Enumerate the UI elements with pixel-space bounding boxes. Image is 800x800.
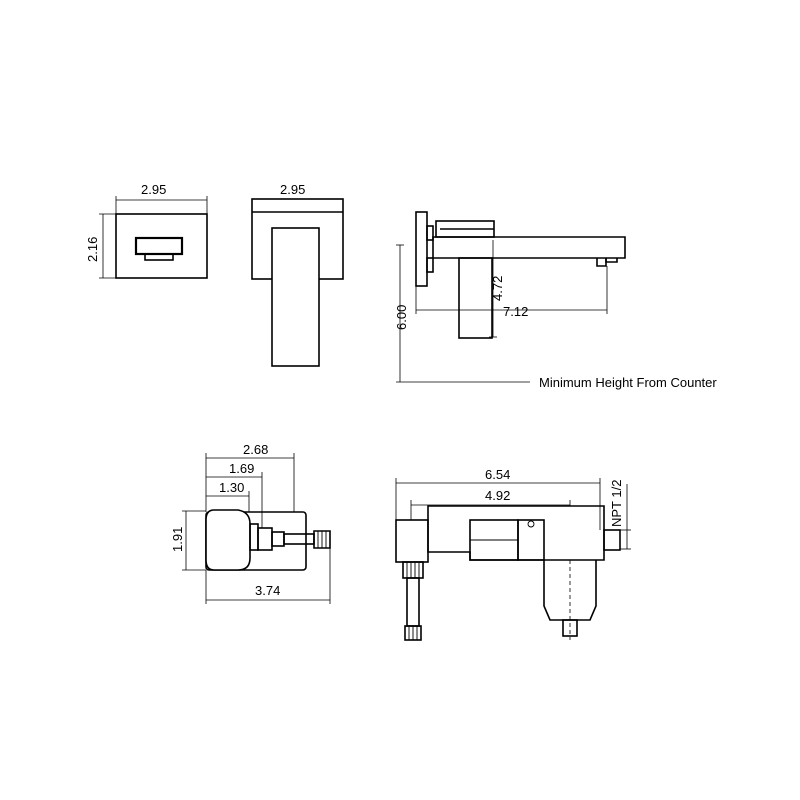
spout-body [432, 236, 626, 259]
valve-side-body [427, 505, 605, 561]
wall-plate [415, 211, 428, 287]
dim-valve-short: 1.30 [219, 480, 244, 495]
dim-lever-width: 2.95 [280, 182, 305, 197]
dim-valve-side-overall: 6.54 [485, 467, 510, 482]
valve-knob [205, 509, 251, 571]
valve-side-plate [395, 519, 429, 563]
min-height-note: Minimum Height From Counter [539, 375, 717, 390]
lever-handle [271, 227, 320, 367]
dim-thread-size: NPT 1/2 [609, 480, 624, 527]
dim-valve-height: 1.91 [170, 527, 185, 552]
spout-aerator [144, 253, 174, 261]
front-spout-view: 2.95 2.16 [85, 182, 208, 279]
side-valve-view: 6.54 4.92 NPT 1/2 [395, 467, 631, 641]
side-view: 6.00 4.72 7.12 Minimum Height From Count… [394, 211, 717, 390]
dim-reach: 7.12 [503, 304, 528, 319]
front-lever-view: 2.95 [251, 182, 344, 367]
dim-spout-height-side: 4.72 [490, 276, 505, 301]
valve-stem [283, 533, 315, 545]
dim-valve-overall: 2.68 [243, 442, 268, 457]
dim-min-height: 6.00 [394, 305, 409, 330]
dim-valve-mid: 1.69 [229, 461, 254, 476]
valve-body [458, 257, 493, 339]
spout-plate-outline [115, 213, 208, 279]
dim-valve-width: 3.74 [255, 583, 280, 598]
spout-outlet [134, 236, 184, 256]
dim-spout-width: 2.95 [141, 182, 166, 197]
dim-spout-height: 2.16 [85, 237, 100, 262]
dim-valve-side-inner: 4.92 [485, 488, 510, 503]
top-valve-view: 2.68 1.69 1.30 1.91 3.74 [170, 442, 331, 604]
